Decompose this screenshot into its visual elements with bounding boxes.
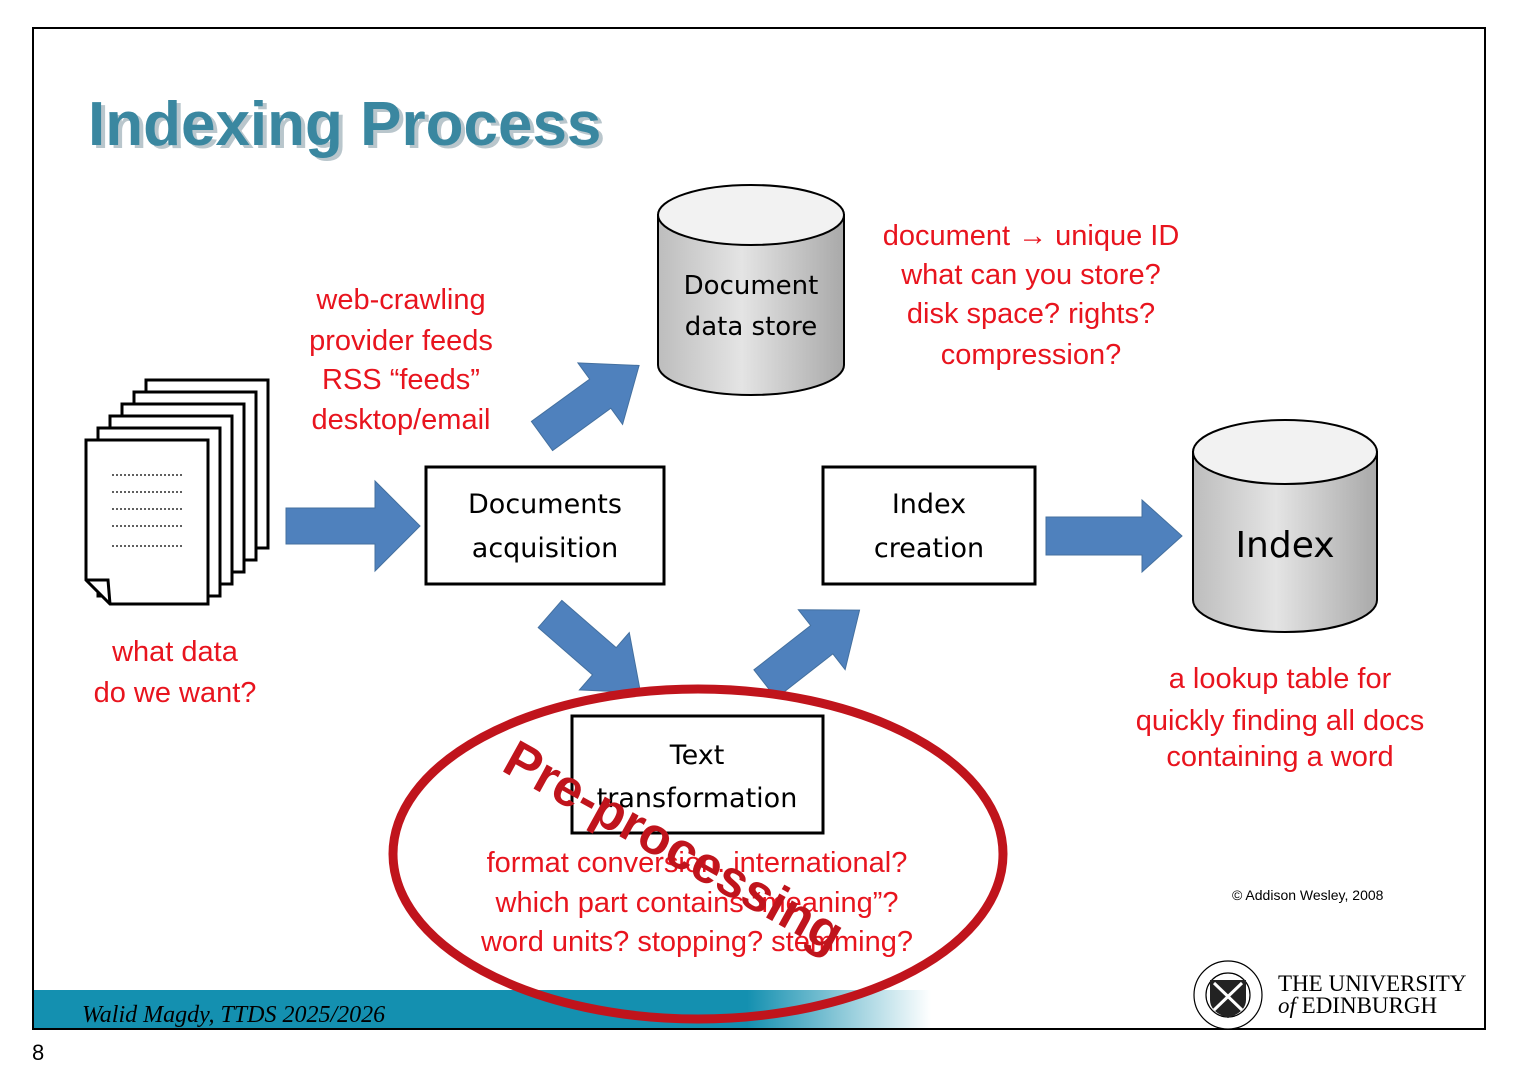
- index-desc-line-2: quickly finding all docs: [1136, 705, 1425, 737]
- document-data-store-cylinder: Document data store: [657, 184, 845, 396]
- store-line-2: what can you store?: [900, 259, 1161, 291]
- store-line-4: compression?: [941, 339, 1122, 371]
- sources-note: web-crawling provider feeds RSS “feeds” …: [309, 284, 493, 436]
- documents-acquisition-box: Documents acquisition: [424, 465, 666, 586]
- index-cylinder: Index: [1192, 419, 1378, 633]
- store-line-3: disk space? rights?: [907, 298, 1155, 330]
- preprocessing-ellipse: [388, 684, 1008, 1024]
- footer-author: Walid Magdy, TTDS 2025/2026: [82, 1002, 385, 1028]
- text-transformation-box: Text transformation: [570, 714, 825, 835]
- arrow-transform-to-index-creation: [753, 609, 861, 699]
- index-creation-label-2: creation: [874, 533, 984, 564]
- arrow-index-creation-to-index: [1045, 498, 1183, 574]
- sources-line-3: RSS “feeds”: [322, 364, 480, 396]
- university-name-line-1: THE UNIVERSITY: [1278, 971, 1467, 996]
- university-name-line-2: of EDINBURGH: [1278, 993, 1437, 1018]
- transform-note-line-3: word units? stopping? stemming?: [480, 926, 913, 958]
- what-data-line-2: do we want?: [94, 677, 257, 709]
- transform-note: format conversion. international? which …: [480, 847, 913, 958]
- page-title: Indexing Process: [88, 90, 601, 159]
- index-desc-line-1: a lookup table for: [1169, 663, 1392, 695]
- index-desc-line-3: containing a word: [1166, 741, 1393, 773]
- index-description-note: a lookup table for quickly finding all d…: [1136, 663, 1425, 773]
- acquisition-label-1: Documents: [468, 489, 622, 520]
- what-data-line-1: what data: [111, 636, 239, 668]
- arrow-acquisition-to-transform: [537, 599, 642, 694]
- store-note: document → unique ID what can you store?…: [883, 220, 1180, 371]
- arrow-acquisition-to-store: [530, 362, 640, 452]
- doc-store-label-2: data store: [685, 312, 818, 342]
- university-crest-icon: [1193, 960, 1263, 1030]
- document-stack-icon: [84, 378, 270, 606]
- page-title-shadow: Indexing Process: [92, 93, 605, 162]
- index-creation-box: Index creation: [821, 465, 1037, 586]
- copyright-note: © Addison Wesley, 2008: [1232, 887, 1384, 903]
- index-label: Index: [1235, 525, 1334, 566]
- transform-label-2: transformation: [597, 783, 798, 814]
- page-number: 8: [32, 1040, 45, 1065]
- acquisition-label-2: acquisition: [472, 533, 618, 564]
- transform-note-line-1: format conversion. international?: [487, 847, 908, 879]
- sources-line-2: provider feeds: [309, 325, 493, 357]
- what-data-note: what data do we want?: [94, 636, 257, 709]
- sources-line-4: desktop/email: [312, 404, 491, 436]
- store-line-1: document → unique ID: [883, 220, 1180, 252]
- transform-note-line-2: which part contains “meaning”?: [495, 887, 899, 919]
- doc-store-label-1: Document: [684, 271, 819, 301]
- arrow-docs-to-acquisition: [285, 479, 421, 573]
- transform-label-1: Text: [669, 740, 725, 771]
- sources-line-1: web-crawling: [315, 284, 485, 316]
- index-creation-label-1: Index: [892, 489, 966, 520]
